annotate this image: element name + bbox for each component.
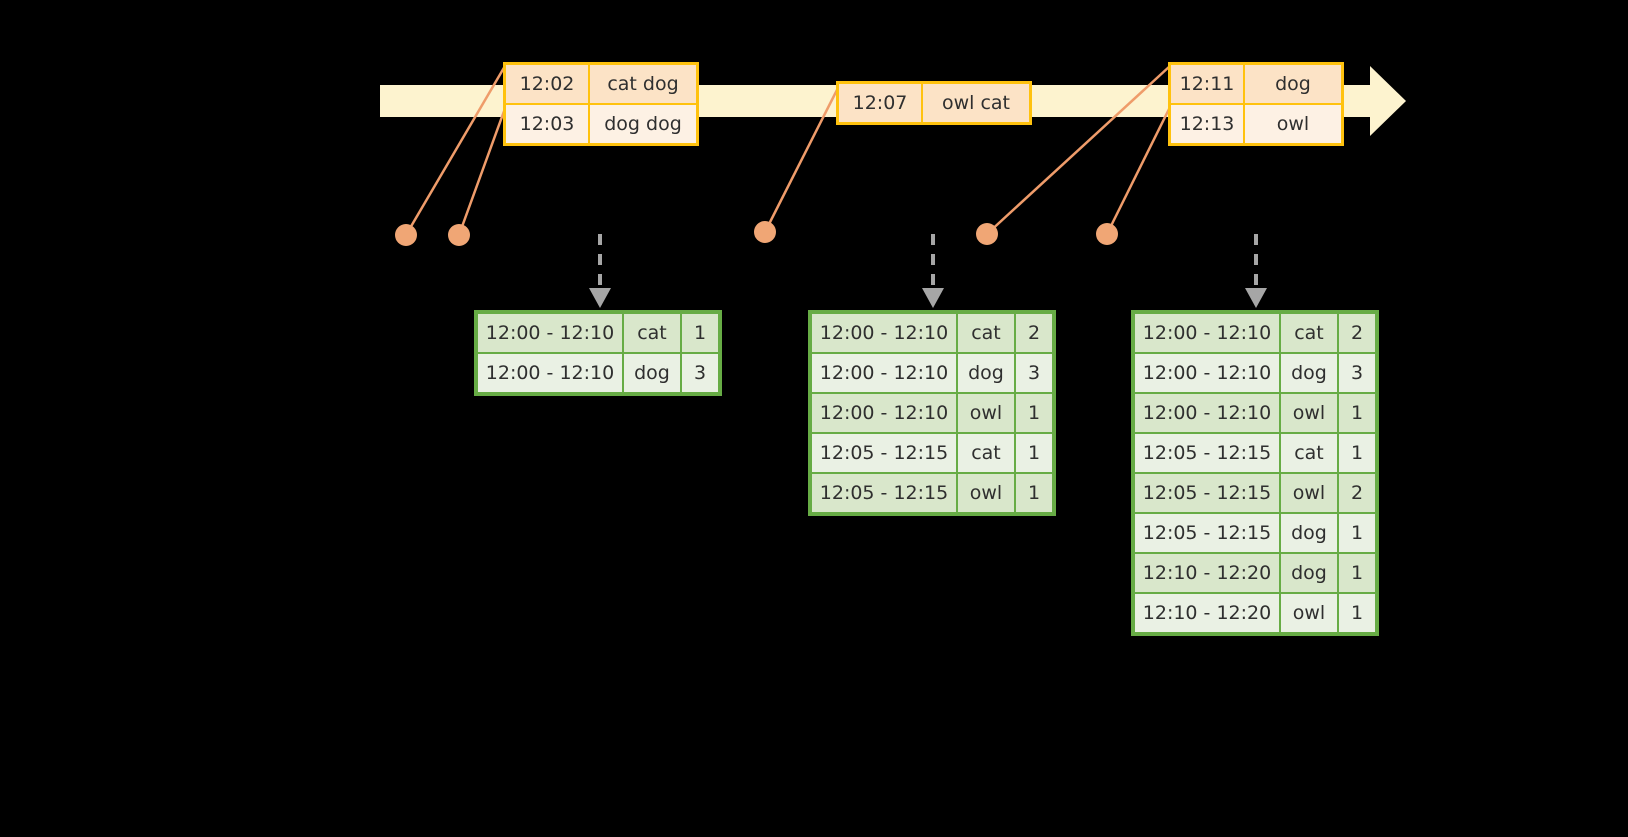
cell-key: cat [1281,314,1339,352]
event-row[interactable]: 12:02 cat dog [506,65,696,103]
cell-key: cat [958,314,1016,352]
cell-count: 1 [1027,442,1041,464]
cell-key: owl [1281,394,1339,432]
event-time: 12:07 [839,84,923,122]
stream-dot-4[interactable] [976,223,998,245]
event-time: 12:13 [1171,105,1245,143]
cell-count: 1 [1350,522,1364,544]
cell-count: 1 [1027,402,1041,424]
cell-window: 12:00 - 12:10 [812,394,958,432]
cell-count: 3 [1027,362,1041,384]
cell-window: 12:05 - 12:15 [812,474,958,512]
cell-window: 12:10 - 12:20 [1135,594,1281,632]
event-text: dog dog [604,113,682,135]
cell-window: 12:00 - 12:10 [1135,314,1281,352]
cell-window: 12:00 - 12:10 [812,354,958,392]
stream-dot-5[interactable] [1096,223,1118,245]
cell-count: 2 [1350,322,1364,344]
down-arrow-2 [922,234,944,308]
cell-window: 12:00 - 12:10 [812,314,958,352]
cell-key: cat [624,314,682,352]
cell-count: 1 [1350,402,1364,424]
cell-window: 12:05 - 12:15 [1135,514,1281,552]
cell-window: 12:05 - 12:15 [812,434,958,472]
cell-window: 12:00 - 12:10 [478,314,624,352]
cell-count: 3 [693,362,707,384]
cell-key: cat [1281,434,1339,472]
cell-count: 1 [693,322,707,344]
event-text: dog [1275,73,1311,95]
event-text: owl [1276,113,1310,135]
cell-key: dog [1281,514,1339,552]
down-arrow-1 [589,234,611,308]
event-box-3[interactable]: 12:11 dog 12:13 owl [1168,62,1344,146]
timeline-arrowhead-icon [1370,66,1406,136]
stream-dot-2[interactable] [448,224,470,246]
connector-5 [1105,102,1174,235]
cell-count: 1 [1350,562,1364,584]
cell-count: 1 [1350,602,1364,624]
event-box-2[interactable]: 12:07 owl cat [836,81,1032,125]
cell-key: dog [958,354,1016,392]
cell-count: 1 [1027,482,1041,504]
cell-window: 12:00 - 12:10 [1135,354,1281,392]
event-row[interactable]: 12:11 dog [1171,65,1341,103]
event-time: 12:03 [506,105,590,143]
cell-key: dog [1281,554,1339,592]
down-arrow-3 [1245,234,1267,308]
cell-key: owl [958,474,1016,512]
cell-key: cat [958,434,1016,472]
event-row[interactable]: 12:13 owl [1171,103,1341,143]
event-box-1[interactable]: 12:02 cat dog 12:03 dog dog [503,62,699,146]
cell-key: owl [958,394,1016,432]
cell-window: 12:05 - 12:15 [1135,474,1281,512]
cell-count: 2 [1027,322,1041,344]
event-time: 12:02 [506,65,590,103]
cell-key: dog [624,354,682,392]
cell-key: owl [1281,594,1339,632]
connector-2 [457,102,509,236]
event-row[interactable]: 12:03 dog dog [506,103,696,143]
event-time: 12:11 [1171,65,1245,103]
cell-window: 12:00 - 12:10 [478,354,624,392]
event-row[interactable]: 12:07 owl cat [839,84,1029,122]
cell-key: dog [1281,354,1339,392]
stream-dot-3[interactable] [754,221,776,243]
cell-count: 2 [1350,482,1364,504]
event-text: owl cat [941,92,1011,114]
cell-count: 3 [1350,362,1364,384]
event-text: cat dog [607,73,679,95]
cell-window: 12:10 - 12:20 [1135,554,1281,592]
cell-window: 12:00 - 12:10 [1135,394,1281,432]
cell-count: 1 [1350,442,1364,464]
cell-key: owl [1281,474,1339,512]
cell-window: 12:05 - 12:15 [1135,434,1281,472]
stream-dot-1[interactable] [395,224,417,246]
